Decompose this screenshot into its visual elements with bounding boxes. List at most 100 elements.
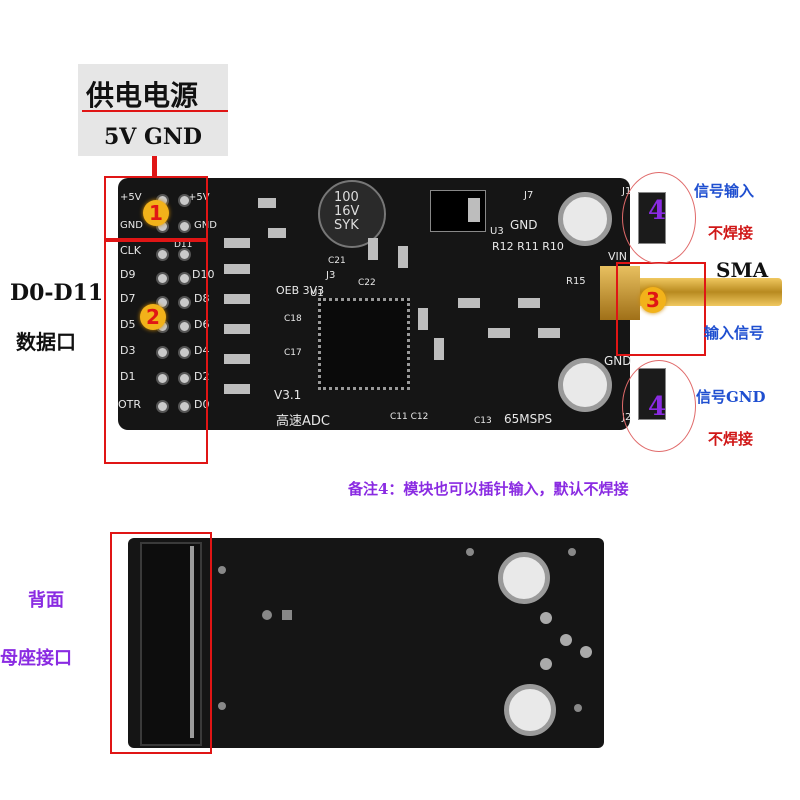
pin — [178, 296, 191, 309]
via — [218, 566, 226, 574]
silk-pin-label: D11 — [174, 240, 193, 250]
pin — [156, 248, 169, 261]
sma-connector-base — [600, 266, 640, 320]
badge-4-bottom: 4 — [648, 392, 667, 422]
silk-pin-label: D9 — [120, 268, 136, 281]
electrolytic-capacitor — [318, 180, 386, 248]
smd-component — [458, 298, 480, 308]
mounting-hole — [558, 358, 612, 412]
mounting-hole — [504, 684, 556, 736]
remark-text: 备注4：模块也可以插针输入，默认不焊接 — [348, 480, 629, 498]
smd-component — [518, 298, 540, 308]
pin — [178, 346, 191, 359]
signal-in-title: 信号输入 — [694, 182, 755, 200]
silk-pin-label: D5 — [120, 318, 136, 331]
via — [282, 610, 292, 620]
smd-component — [434, 338, 444, 360]
pin — [156, 400, 169, 413]
pin — [156, 346, 169, 359]
silk-pin-label: D2 — [194, 370, 210, 383]
silk-j7: J7 — [524, 190, 534, 201]
silk-c18: C18 — [284, 314, 302, 324]
cap-label-mid: 16V — [334, 204, 360, 219]
female-header-pin-row — [190, 546, 194, 738]
signal-in-note: 不焊接 — [708, 224, 754, 242]
silk-5v-left: +5V — [120, 192, 142, 203]
silk-vin: VIN — [608, 250, 627, 263]
smd-component — [224, 294, 250, 304]
data-port-title: D0-D11 — [10, 280, 104, 306]
silk-r12: R12 R11 R10 — [492, 240, 564, 253]
silk-c22: C22 — [358, 278, 376, 288]
silk-gnd1: GND — [510, 218, 538, 232]
pin — [156, 272, 169, 285]
silk-pin-label: OTR — [118, 398, 142, 411]
silk-gnd2: GND — [604, 354, 632, 368]
silk-5v-right: +5V — [188, 192, 210, 203]
silk-j3: J3 — [326, 270, 336, 281]
female-header-highlight — [110, 532, 212, 754]
silk-r15: R15 — [566, 276, 586, 287]
silk-u3: U3 — [490, 226, 504, 237]
silk-gnd-left: GND — [120, 220, 143, 231]
back-subtitle: 母座接口 — [0, 648, 72, 669]
pin — [178, 372, 191, 385]
via — [218, 702, 226, 710]
pin — [156, 372, 169, 385]
silk-c17: C17 — [284, 348, 302, 358]
pin — [178, 400, 191, 413]
power-title: 供电电源 — [86, 79, 199, 112]
back-title: 背面 — [28, 590, 64, 611]
pin — [178, 248, 191, 261]
cap-label-bot: SYK — [334, 218, 359, 233]
adc-board-back — [128, 538, 604, 748]
silk-name: 高速ADC — [276, 414, 330, 429]
pin — [178, 320, 191, 333]
regulator-tab — [468, 198, 480, 222]
data-port-subtitle: 数据口 — [16, 330, 76, 354]
smd-component — [398, 246, 408, 268]
solder-pad — [580, 646, 592, 658]
smd-component — [368, 238, 378, 260]
silk-pin-label: D0 — [194, 398, 210, 411]
silk-j1: J1 — [622, 186, 632, 197]
silk-pin-label: D1 — [120, 370, 136, 383]
silk-pin-label: D8 — [194, 292, 210, 305]
badge-3: 3 — [640, 287, 666, 313]
silk-version: V3.1 — [274, 388, 302, 402]
smd-component — [538, 328, 560, 338]
badge-1: 1 — [143, 200, 169, 226]
silk-oeb: OEB 3V3 — [276, 284, 325, 297]
solder-pad — [540, 658, 552, 670]
sma-subtitle: 输入信号 — [704, 324, 765, 342]
silk-gnd-right: GND — [194, 220, 217, 231]
silk-pin-label: CLK — [120, 244, 142, 257]
silk-u1: U1 — [310, 288, 324, 299]
silk-pin-label: D10 — [192, 268, 215, 281]
smd-component — [224, 264, 250, 274]
smd-component — [258, 198, 276, 208]
signal-in-circle — [622, 172, 696, 264]
signal-gnd-note: 不焊接 — [708, 430, 754, 448]
via — [574, 704, 582, 712]
pin — [178, 220, 191, 233]
smd-component — [418, 308, 428, 330]
sma-title: SMA — [716, 258, 769, 282]
smd-component — [224, 238, 250, 248]
smd-component — [224, 324, 250, 334]
data-pins-highlight — [104, 238, 208, 464]
silk-c11c12: C11 C12 — [390, 412, 429, 422]
adc-chip — [318, 298, 410, 390]
signal-gnd-circle — [622, 360, 696, 452]
power-pins-highlight — [104, 176, 208, 242]
smd-component — [268, 228, 286, 238]
silk-pin-label: D4 — [194, 344, 210, 357]
via — [568, 548, 576, 556]
solder-pad — [560, 634, 572, 646]
smd-component — [224, 384, 250, 394]
via — [466, 548, 474, 556]
power-underline — [82, 110, 228, 112]
signal-gnd-title: 信号GND — [696, 388, 766, 406]
silk-pin-label: D7 — [120, 292, 136, 305]
silk-c13: C13 — [474, 416, 492, 426]
